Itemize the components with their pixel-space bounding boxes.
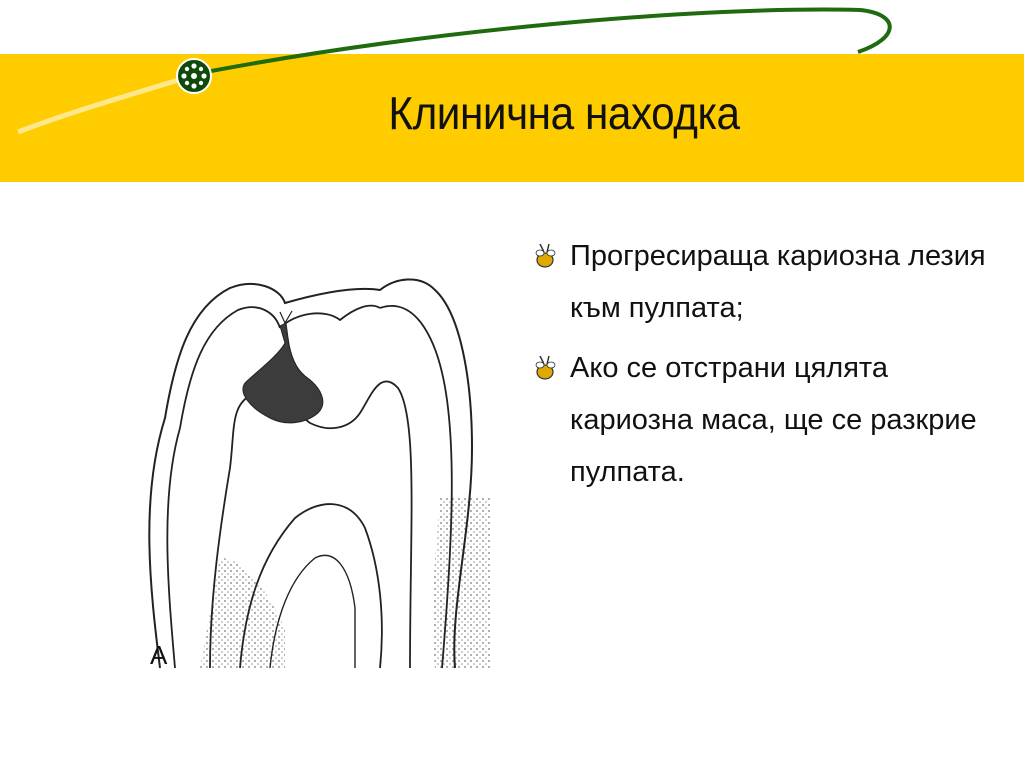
list-item: Ако се отстрани цялята кариозна маса, ще… — [532, 342, 1002, 498]
bullet-text: Ако се отстрани цялята кариозна маса, ще… — [570, 352, 977, 488]
swoosh-arc — [184, 7, 892, 78]
swoosh-decoration — [17, 7, 892, 135]
list-item: Прогресираща кариозна лезия към пулпата; — [532, 230, 1002, 334]
figure-label: A — [150, 640, 168, 670]
banner-background — [0, 54, 1024, 182]
bone-right — [432, 498, 490, 668]
bone-left — [200, 558, 285, 668]
pulp-outline — [209, 380, 413, 669]
bee-bullet-icon — [535, 243, 556, 268]
tooth-caries-illustration — [148, 278, 490, 669]
bee-bullet-icon — [535, 355, 556, 380]
swoosh-tail — [17, 75, 186, 135]
bullet-list: Прогресираща кариозна лезия към пулпата;… — [532, 230, 1002, 506]
enamel-outline — [148, 278, 474, 669]
slide-title: Клинична находка — [388, 87, 740, 139]
caries-lesion — [242, 322, 324, 424]
ornament-icon — [176, 58, 212, 94]
bullet-text: Прогресираща кариозна лезия към пулпата; — [570, 240, 986, 324]
